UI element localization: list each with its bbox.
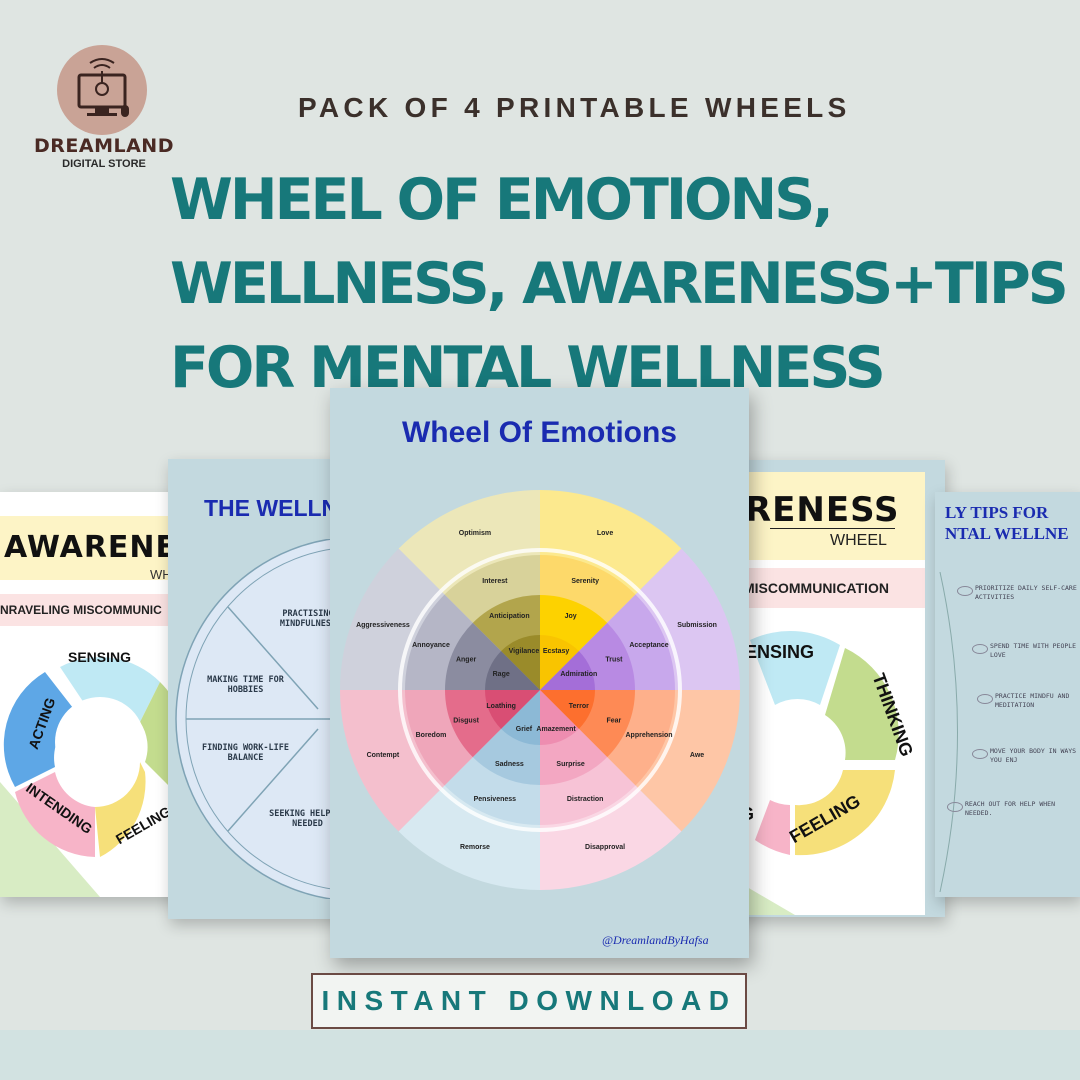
emotions-title: Wheel Of Emotions [401,416,677,449]
emotion-label: Annoyance [412,642,450,649]
emotion-label: Acceptance [629,642,668,649]
emotion-label: Remorse [460,844,490,851]
emotion-label: Sadness [495,761,524,768]
awareness-left-title: AWARENES [4,530,185,565]
emotion-label: Fear [607,718,622,725]
pack-label: PACK OF 4 PRINTABLE WHEELS [298,92,851,123]
awareness-left-sub: WH [150,567,172,582]
awareness-right-title: RENESS [745,490,900,530]
wellness-item: MAKING TIME FOR HOBBIES [207,675,284,695]
wheel-segment [540,651,595,690]
tip-item: REACH OUT FOR HELP WHEN NEEDED. [965,800,1056,817]
tip-item: MOVE YOUR BODY IN WAYS THAT YOU ENJ [990,747,1080,764]
emotion-label: Admiration [560,671,597,678]
credit-handle: @DreamlandByHafsa [602,933,709,947]
segment-sensing: SENSING [68,649,131,665]
emotion-label: Joy [565,613,577,620]
emotion-label: Contempt [367,752,400,759]
emotion-label: Grief [516,726,533,733]
wellness-wheel [175,539,358,899]
headline: WHEEL OF EMOTIONS, WELLNESS, AWARENESS+T… [170,158,1069,410]
emotion-label: Awe [690,752,704,759]
wheel-separator-ring [398,548,682,832]
bullet-marker [957,586,973,596]
wheel-segment [501,635,540,690]
wheel-segment [540,635,579,690]
bullet-marker [977,694,993,704]
awareness-left-wheel: SENSING ACTING INTENDING FEELING [0,649,185,897]
emotion-label: Boredom [416,732,447,739]
awareness-right-banner: MISCOMMUNICATION [743,580,889,596]
emotion-label: Submission [677,622,717,629]
wheel-segment [540,690,579,745]
emotion-label: Terror [569,703,589,710]
emotion-label: Rage [493,671,510,678]
emotion-label: Love [597,530,613,537]
emotion-label: Distraction [567,796,604,803]
brand-subtitle: DIGITAL STORE [62,158,146,170]
tips-title-line-1: LY TIPS FOR [945,503,1049,522]
wellness-item: PRACTISING MINDFULNESS [279,609,337,629]
tips-card: LY TIPS FOR NTAL WELLNE PRIORITIZE DAILY… [935,492,1080,897]
wellness-item: SEEKING HELP IF NEEDED [269,809,346,829]
wheel-segment [501,690,540,745]
awareness-wheel-card-right: RENESS WHEEL MISCOMMUNICATION ENSING THI… [735,460,945,917]
brand-name: DREAMLAND [34,135,174,157]
emotion-label: Pensiveness [474,796,517,803]
emotion-label: Surprise [556,761,585,768]
bullet-marker [972,749,988,759]
emotion-label: Loathing [486,703,516,710]
tips-title: LY TIPS FOR NTAL WELLNE [945,502,1069,544]
bullet-marker [947,802,963,812]
wellness-wheel-card: THE WELLN PRACTISING MINDFULNESS MAKING … [168,459,358,919]
emotion-label: Trust [605,656,623,663]
tip-item: PRACTICE MINDFU AND MEDITATION [995,692,1070,709]
emotion-label: Disgust [453,718,479,725]
headline-line-1: WHEEL OF EMOTIONS, [170,167,834,233]
emotion-label: Aggressiveness [356,622,410,629]
emotion-label: Ecstasy [543,648,570,655]
wheel-segment [540,690,595,729]
awareness-left-banner: NRAVELING MISCOMMUNIC [0,603,162,617]
emotion-label: Anticipation [489,613,529,620]
awareness-wheel-card-left: AWARENES WH NRAVELING MISCOMMUNIC SENSIN… [0,492,185,897]
tips-title-line-2: NTAL WELLNE [945,524,1069,543]
emotion-label: Anger [456,656,477,663]
awareness-right-sub: WHEEL [830,532,887,549]
monitor-icon [77,58,129,117]
brand-logo [57,45,147,135]
tip-item: PRIORITIZE DAILY SELF-CARE ACTIVITIES [975,584,1077,601]
emotion-label: Interest [482,578,508,585]
emotion-label: Apprehension [625,732,672,739]
tip-item: SPEND TIME WITH PEOPLE YOU LOVE [990,642,1080,659]
emotion-label: Disapproval [585,844,625,851]
wellness-item: FINDING WORK-LIFE BALANCE [202,743,289,763]
awareness-right-wheel: ENSING THINKING FEELING G [735,630,917,915]
bullet-marker [972,644,988,654]
wheel-segment [485,651,540,690]
bottom-band [0,1030,1080,1080]
emotion-label: Vigilance [509,648,540,655]
segment-sensing: ENSING [745,642,814,662]
emotion-label: Amazement [536,726,576,733]
headline-line-2: WELLNESS, AWARENESS+TIPS [170,251,1069,317]
wellness-title: THE WELLN [204,495,339,521]
instant-download-button[interactable]: INSTANT DOWNLOAD [311,973,747,1029]
tips-arc [939,572,958,892]
instant-download-label: INSTANT DOWNLOAD [321,985,737,1016]
emotion-label: Serenity [571,578,599,585]
emotion-label: Optimism [459,530,491,537]
wheel-segment [485,690,540,729]
